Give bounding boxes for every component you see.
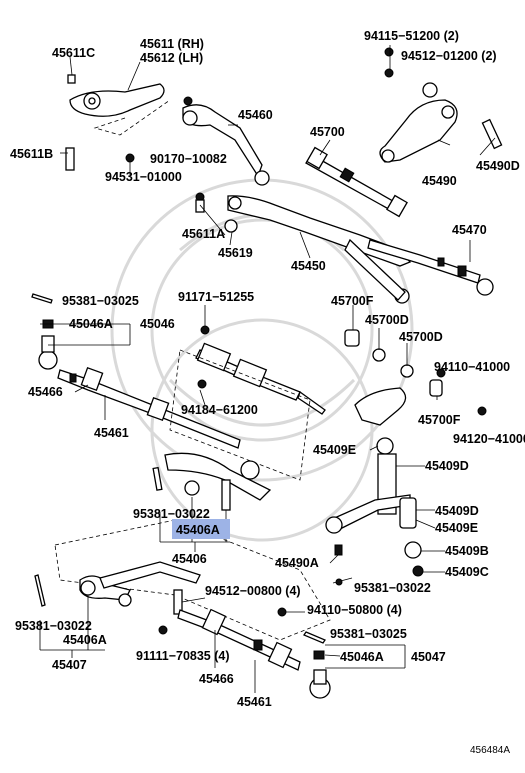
label-45700-top: 45700 (310, 125, 345, 139)
bushing-45700F[interactable] (344, 329, 360, 347)
relay-rod-45450[interactable] (227, 195, 412, 304)
label-45461-b: 45461 (237, 695, 272, 709)
label-94115: 94115−51200 (2) (364, 29, 459, 43)
label-94531: 94531−01000 (105, 170, 182, 184)
idler-arm-45409[interactable] (325, 387, 417, 534)
washer-45619[interactable] (224, 219, 238, 233)
label-45046A-b: 45046A (340, 650, 384, 664)
label-45466-b: 45466 (199, 672, 234, 686)
label-45611B: 45611B (10, 147, 53, 161)
label-45460: 45460 (238, 108, 273, 122)
label-94110-41000: 94110−41000 (434, 360, 510, 374)
label-45470: 45470 (452, 223, 487, 237)
label-95381-03025-a: 95381−03025 (62, 294, 139, 308)
label-94512-00800: 94512−00800 (4) (205, 584, 301, 598)
label-94512-01200: 94512−01200 (2) (401, 49, 497, 63)
label-45466-a: 45466 (28, 385, 63, 399)
washer-45409B[interactable] (404, 541, 422, 559)
label-95381-03025-b: 95381−03025 (330, 627, 407, 641)
nut-45490A[interactable] (334, 544, 343, 556)
label-45619: 45619 (218, 246, 253, 260)
pitman-arm-45490[interactable] (379, 82, 458, 163)
label-45406A-b: 45406A (63, 633, 107, 647)
label-45409E-b: 45409E (435, 521, 478, 535)
label-90170: 90170−10082 (150, 152, 227, 166)
label-45409D-b: 45409D (435, 504, 479, 518)
idler-bracket[interactable] (69, 83, 165, 117)
cotter-pin-95381[interactable] (31, 293, 53, 304)
tie-rod-end-45047[interactable] (309, 669, 331, 699)
label-95381-03022-a: 95381−03022 (133, 507, 210, 521)
tie-rod-45461[interactable] (57, 366, 241, 449)
cotter-pin-95381-bottom[interactable] (34, 574, 46, 607)
tie-rod-45466[interactable] (177, 608, 301, 671)
part-labels: 45611C 45611 (RH) 45612 (LH) 94115−51200… (10, 29, 525, 756)
label-45700F-b: 45700F (418, 413, 461, 427)
label-94184: 94184−61200 (181, 403, 258, 417)
label-45611-rh: 45611 (RH) (140, 37, 204, 51)
label-45490A: 45490A (275, 556, 319, 570)
label-45700D-a: 45700D (365, 313, 409, 327)
center-link-45406[interactable] (164, 452, 272, 511)
plug-91171[interactable] (200, 325, 210, 335)
diagram-reference: 456484A (470, 745, 510, 756)
bolt-45490D[interactable] (481, 118, 503, 150)
label-45407: 45407 (52, 658, 87, 672)
label-45700F-a: 45700F (331, 294, 374, 308)
tie-rod-45407[interactable] (79, 561, 201, 607)
label-45046: 45046 (140, 317, 175, 331)
bushing-45700F-b[interactable] (429, 379, 443, 397)
label-45046A-a: 45046A (69, 317, 113, 331)
nut-45611C[interactable] (67, 74, 76, 84)
label-91111: 91111−70835 (4) (136, 649, 230, 663)
label-94120: 94120−41000 (453, 432, 525, 446)
label-91171: 91171−51255 (178, 290, 254, 304)
nut-45409C[interactable] (412, 565, 424, 577)
highlight-45406A (172, 519, 230, 539)
label-95381-03022-b: 95381−03022 (354, 581, 431, 595)
label-45406: 45406 (172, 552, 207, 566)
label-45700D-b: 45700D (399, 330, 443, 344)
bushing-45700D-b[interactable] (400, 364, 414, 378)
center-rod-45700[interactable] (305, 146, 408, 218)
label-45490D: 45490D (476, 159, 520, 173)
bushing-45700D-a[interactable] (372, 348, 386, 362)
leader-lines (39, 45, 496, 693)
label-45409E-a: 45409E (313, 443, 356, 457)
label-45450: 45450 (291, 259, 326, 273)
label-94110-50800: 94110−50800 (4) (307, 603, 402, 617)
idler-arm-45460[interactable] (182, 104, 270, 186)
label-45406A-a: 45406A (176, 523, 220, 537)
nut-94531[interactable] (125, 153, 135, 163)
steering-damper[interactable] (195, 342, 326, 415)
label-45490: 45490 (422, 174, 457, 188)
tie-rod-end-45046[interactable] (38, 335, 58, 370)
label-45047: 45047 (411, 650, 446, 664)
label-45409C: 45409C (445, 565, 489, 579)
label-45409B: 45409B (445, 544, 489, 558)
label-95381-03022-c: 95381−03022 (15, 619, 92, 633)
tie-rod-45470[interactable] (367, 239, 494, 296)
label-45612-lh: 45612 (LH) (140, 51, 203, 65)
label-45461-a: 45461 (94, 426, 129, 440)
label-45611C: 45611C (52, 46, 95, 60)
label-45611A: 45611A (182, 227, 225, 241)
label-45409D-a: 45409D (425, 459, 469, 473)
bolt-45611B[interactable] (65, 147, 75, 171)
